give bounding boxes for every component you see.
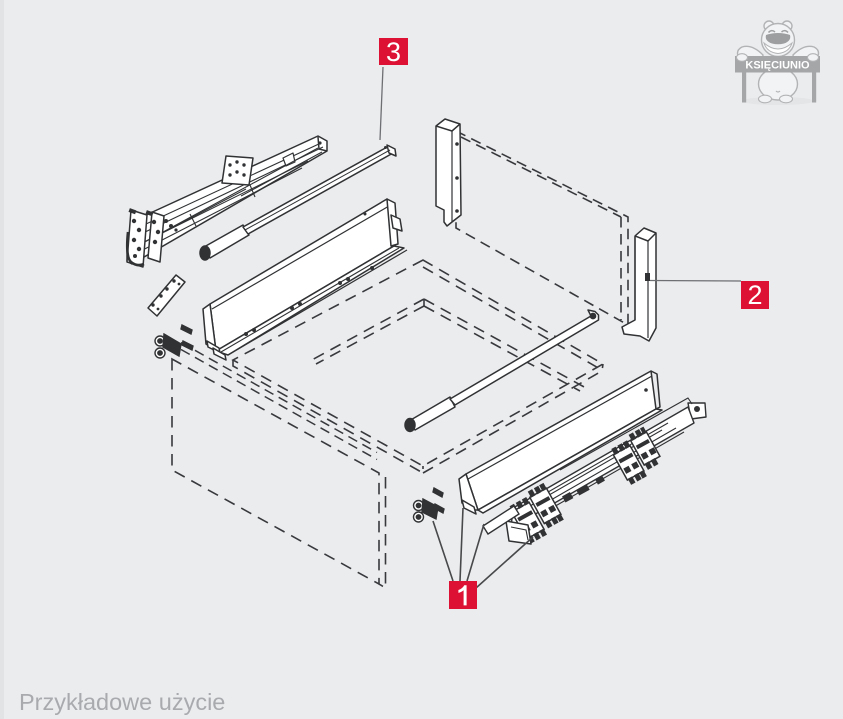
- svg-text:KSIĘCIUNIO: KSIĘCIUNIO: [745, 60, 810, 72]
